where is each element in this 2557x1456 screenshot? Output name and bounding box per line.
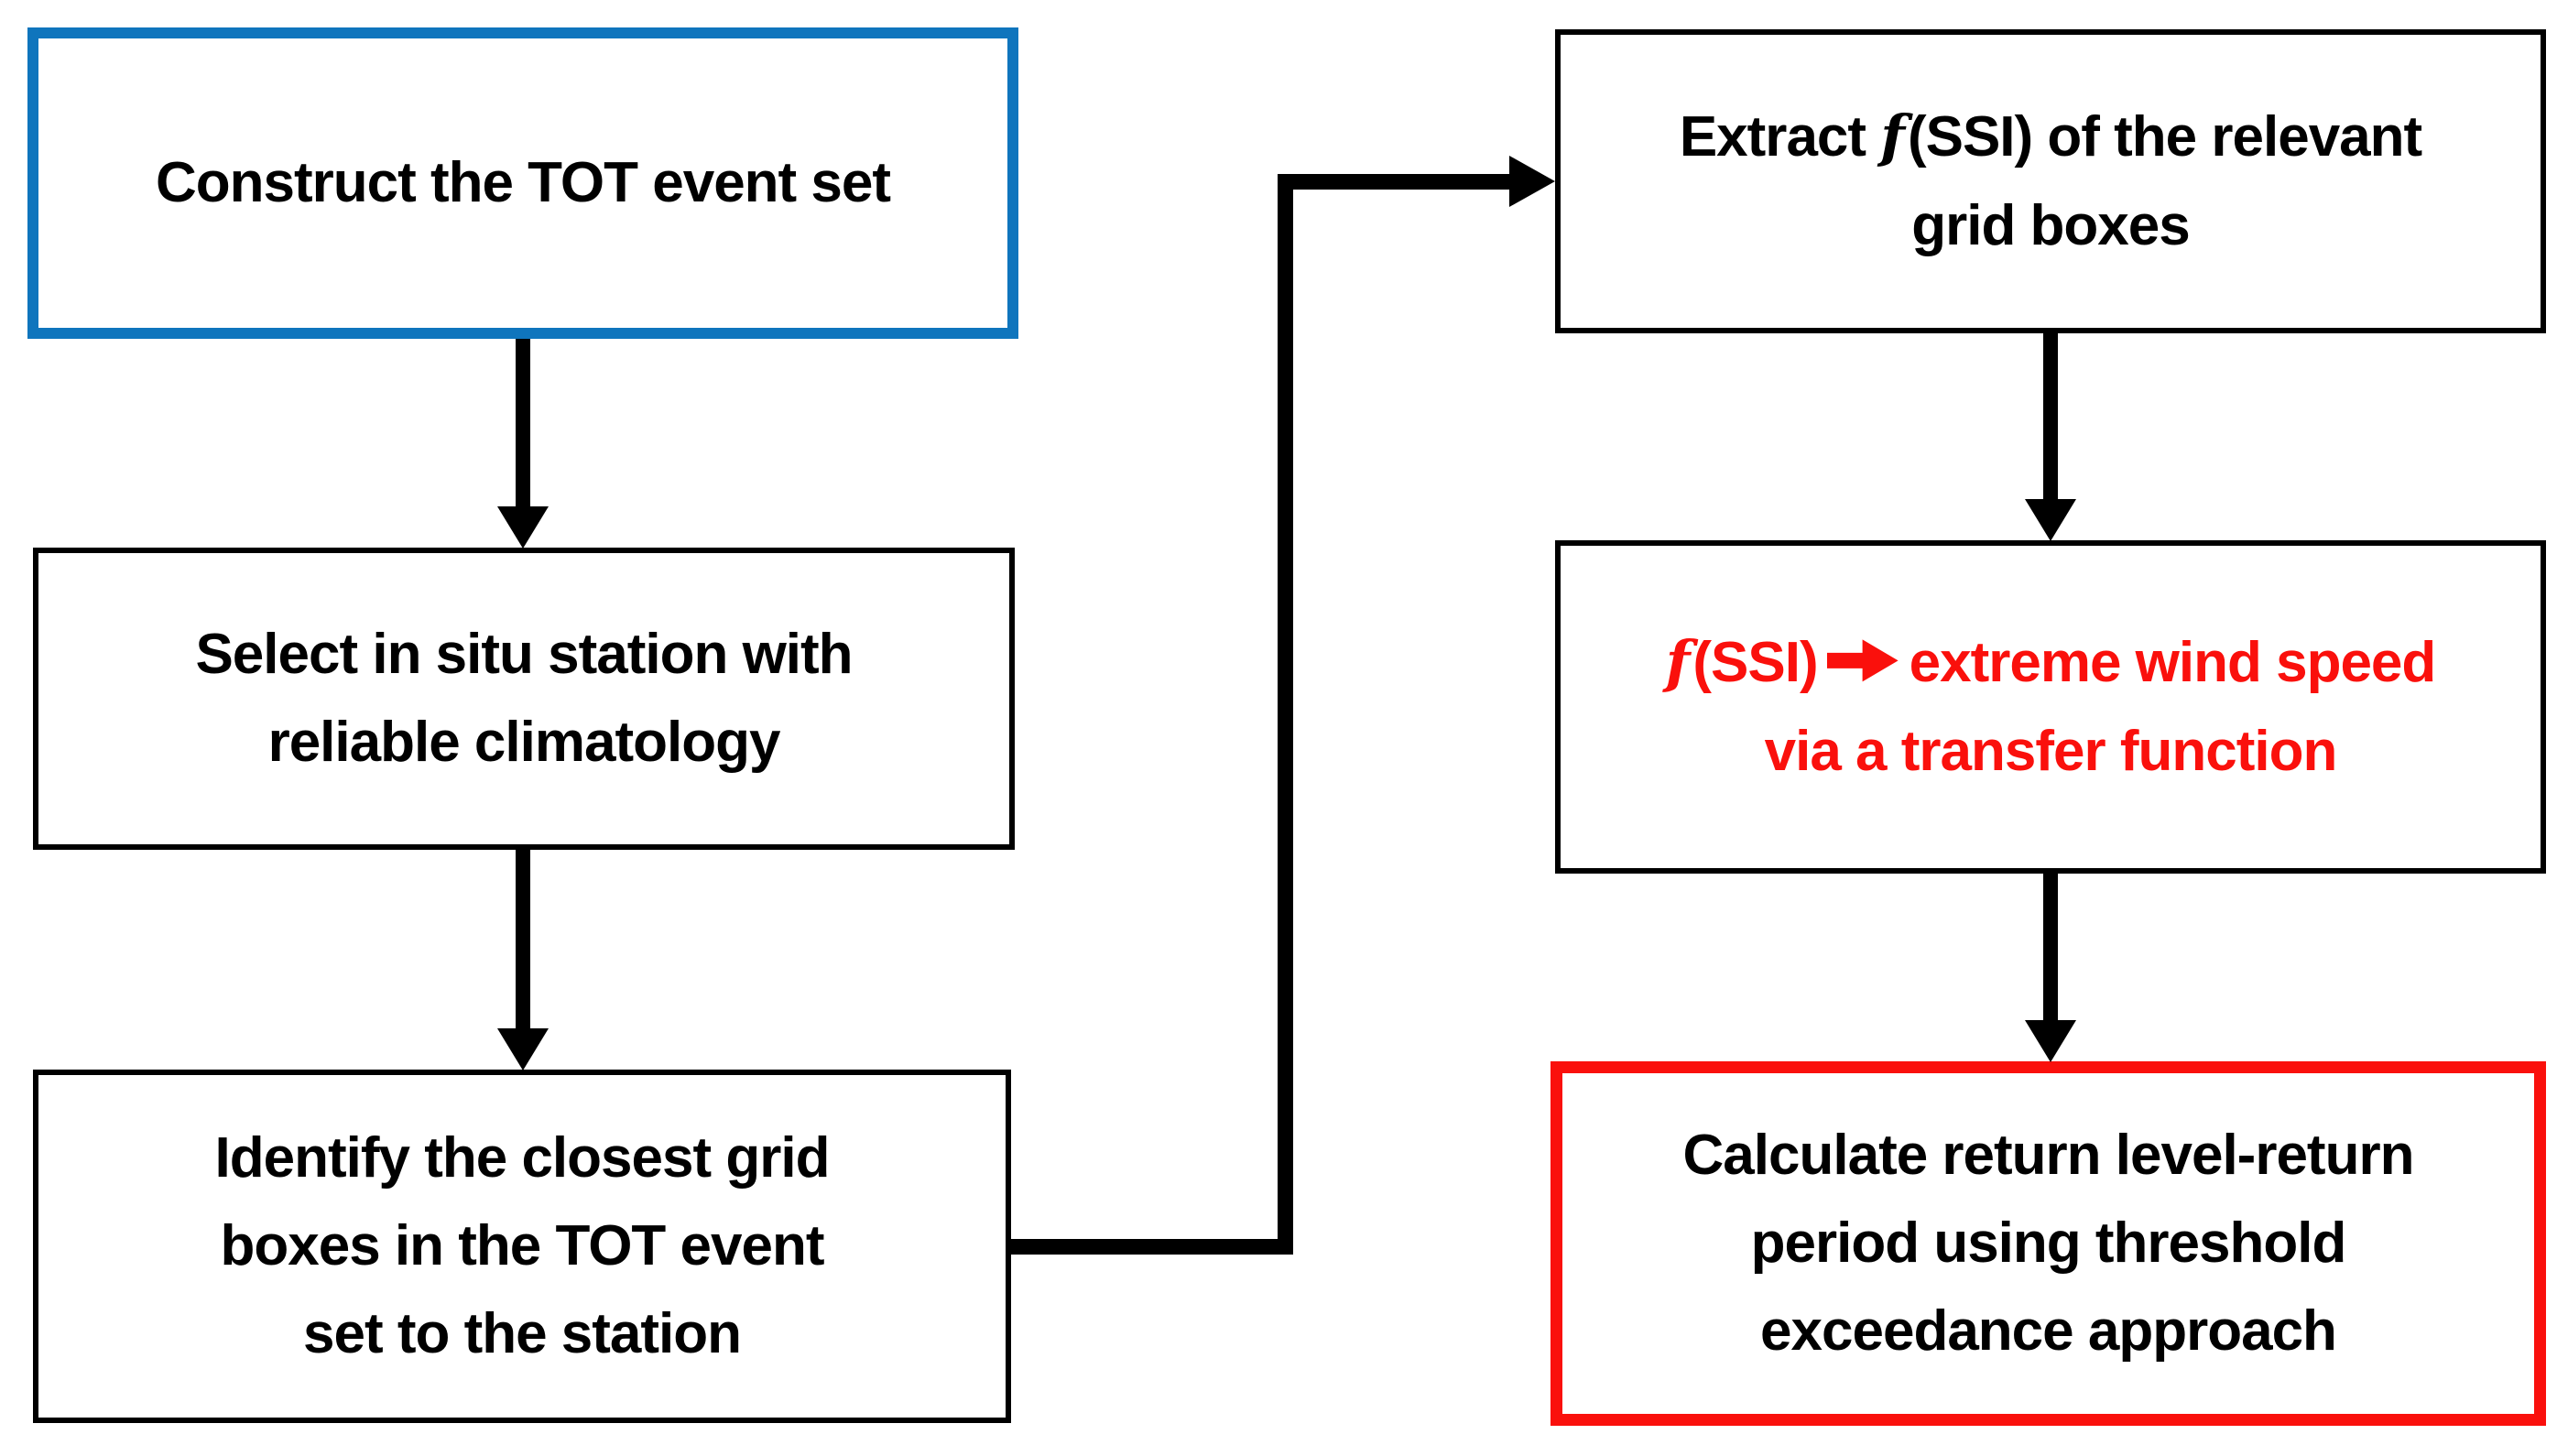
text-line: Extract f(SSI) of the relevant xyxy=(1679,92,2422,181)
elbow-bottom-segment xyxy=(1011,1239,1293,1255)
text-segment: boxes in the TOT event xyxy=(220,1213,824,1277)
arrowhead-down-icon xyxy=(2025,499,2076,541)
text-segment: extreme wind speed xyxy=(1909,631,2437,695)
text-line: Calculate return level-return xyxy=(1682,1112,2415,1200)
text-line: f(SSI) extreme wind speed xyxy=(1665,618,2437,707)
text-segment: via a transfer function xyxy=(1764,719,2338,783)
text-line: grid boxes xyxy=(1911,182,2191,270)
text-segment: f xyxy=(1880,103,1905,170)
text-line: boxes in the TOT event xyxy=(220,1202,824,1290)
box-construct-tot-event-set: Construct the TOT event set xyxy=(27,27,1018,339)
arrowhead-down-icon xyxy=(497,506,549,549)
text-line: period using threshold xyxy=(1750,1200,2347,1288)
box-calculate-return-level: Calculate return level-return period usin… xyxy=(1551,1061,2546,1426)
text-segment: Calculate return level-return xyxy=(1682,1123,2415,1187)
arrow-stem xyxy=(2043,333,2058,504)
text-segment: Extract xyxy=(1679,105,1881,169)
text-segment: grid boxes xyxy=(1911,193,2191,257)
arrowhead-down-icon xyxy=(497,1028,549,1070)
arrowhead-down-icon xyxy=(2025,1020,2076,1062)
arrow-right-icon xyxy=(1826,639,1899,682)
box-fssi-to-extreme-wind-speed: f(SSI) extreme wind speed via a transfer f… xyxy=(1555,540,2546,874)
box-extract-fssi: Extract f(SSI) of the relevant grid boxes xyxy=(1555,29,2546,333)
text-segment: Select in situ station with xyxy=(195,622,853,686)
box-identify-closest-grid-boxes: Identify the closest grid boxes in the TO… xyxy=(33,1070,1011,1423)
text-segment: (SSI) xyxy=(1692,631,1818,695)
text-line: reliable climatology xyxy=(267,699,781,787)
text-segment: set to the station xyxy=(302,1302,742,1366)
arrow-stem xyxy=(2043,874,2058,1025)
text-segment: Identify the closest grid xyxy=(214,1125,831,1190)
text-segment: period using threshold xyxy=(1750,1211,2347,1275)
arrowhead-right-icon xyxy=(1509,156,1555,207)
text-segment: Construct the TOT event set xyxy=(155,150,891,214)
text-segment: reliable climatology xyxy=(267,711,781,774)
text-line: Construct the TOT event set xyxy=(155,139,891,227)
elbow-top-segment xyxy=(1278,174,1513,190)
text-line: exceedance approach xyxy=(1760,1288,2337,1375)
text-segment: exceedance approach xyxy=(1760,1299,2337,1364)
text-line: set to the station xyxy=(302,1290,742,1378)
text-line: via a transfer function xyxy=(1764,708,2338,796)
text-segment: f xyxy=(1665,628,1691,696)
text-line: Select in situ station with xyxy=(195,611,853,699)
elbow-vertical-segment xyxy=(1278,174,1293,1255)
text-segment: (SSI) of the relevant xyxy=(1907,105,2422,169)
arrow-stem xyxy=(516,339,530,511)
box-select-in-situ-station: Select in situ station with reliable clim… xyxy=(33,548,1015,850)
arrow-stem xyxy=(516,850,530,1033)
text-line: Identify the closest grid xyxy=(214,1114,831,1202)
